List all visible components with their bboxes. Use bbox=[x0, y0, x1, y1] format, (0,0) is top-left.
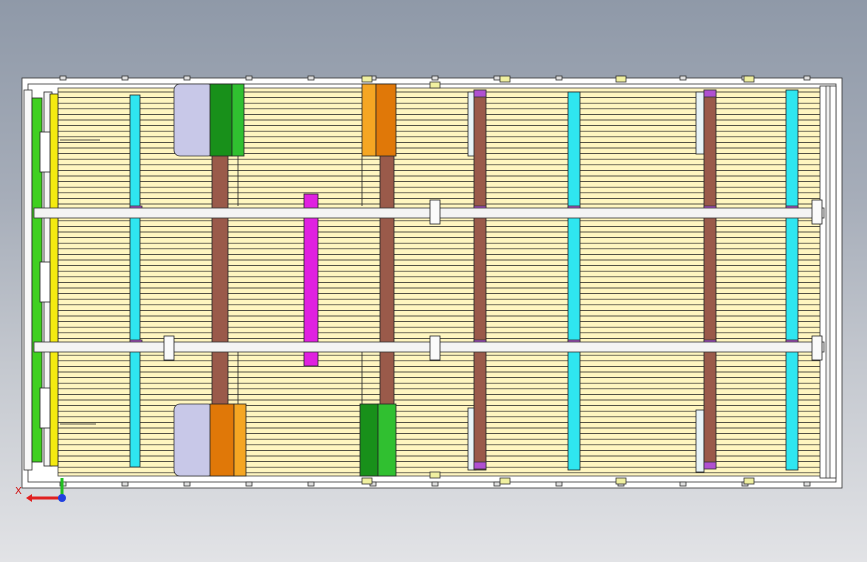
fastener-top bbox=[121, 75, 129, 81]
rail-bracket bbox=[811, 199, 823, 225]
bottom-tab bbox=[429, 471, 441, 479]
green-block-top-right bbox=[231, 83, 245, 157]
left-bracket-middle bbox=[39, 261, 51, 303]
cyan-support-bar bbox=[785, 89, 799, 471]
fastener-bottom bbox=[431, 481, 439, 487]
bottom-tab bbox=[743, 477, 755, 485]
lavender-panel-top bbox=[173, 83, 215, 157]
left-bracket-bottom bbox=[39, 387, 51, 429]
bottom-tab bbox=[499, 477, 511, 485]
orange-block-top-right bbox=[375, 83, 397, 157]
fastener-top bbox=[183, 75, 191, 81]
left-end-plate bbox=[23, 89, 33, 471]
fastener-bottom bbox=[121, 481, 129, 487]
joint-cap bbox=[703, 89, 717, 98]
origin-icon bbox=[58, 494, 66, 502]
rail-bracket bbox=[429, 199, 441, 225]
fastener-bottom bbox=[245, 481, 253, 487]
top-tab bbox=[361, 75, 373, 83]
brown-cross-beam bbox=[379, 151, 395, 411]
fastener-top bbox=[679, 75, 687, 81]
lower-rail bbox=[33, 341, 825, 353]
fastener-top bbox=[59, 75, 67, 81]
fastener-top bbox=[431, 75, 439, 81]
top-tab bbox=[615, 75, 627, 83]
coordinate-triad: X bbox=[15, 478, 66, 502]
left-yellow-rail bbox=[49, 93, 59, 467]
fastener-bottom bbox=[307, 481, 315, 487]
rail-bracket bbox=[163, 335, 175, 361]
orange-block-bottom-left bbox=[209, 403, 235, 477]
fastener-bottom bbox=[679, 481, 687, 487]
rail-bracket bbox=[811, 335, 823, 361]
bottom-tab bbox=[615, 477, 627, 485]
fastener-top bbox=[803, 75, 811, 81]
top-tab bbox=[499, 75, 511, 83]
fastener-top bbox=[245, 75, 253, 81]
top-tab bbox=[743, 75, 755, 83]
x-arrow-head-icon bbox=[26, 494, 32, 502]
joint-cap bbox=[703, 461, 717, 470]
green-block-top-left bbox=[209, 83, 233, 157]
conveyor-frame-assembly[interactable] bbox=[21, 75, 843, 489]
cyan-support-bar bbox=[567, 91, 581, 471]
brown-cross-beam bbox=[473, 89, 487, 471]
brown-cross-beam bbox=[703, 89, 717, 469]
lavender-panel-bottom bbox=[173, 403, 215, 477]
fastener-top bbox=[307, 75, 315, 81]
light-support-post bbox=[695, 409, 705, 473]
joint-cap bbox=[473, 461, 487, 470]
upper-rail bbox=[33, 207, 825, 219]
top-tab bbox=[429, 81, 441, 89]
orange-block-bottom-right bbox=[233, 403, 247, 477]
left-bracket-top bbox=[39, 131, 51, 173]
orange-block-top-left bbox=[361, 83, 377, 157]
magenta-cross-beam bbox=[303, 193, 319, 367]
rail-bracket bbox=[429, 335, 441, 361]
joint-cap bbox=[473, 89, 487, 98]
cyan-support-bar bbox=[129, 94, 141, 468]
green-block-bottom-left bbox=[359, 403, 379, 477]
green-block-bottom-right bbox=[377, 403, 397, 477]
fastener-bottom bbox=[183, 481, 191, 487]
x-axis-label: X bbox=[15, 486, 22, 497]
fastener-bottom bbox=[555, 481, 563, 487]
fastener-bottom bbox=[493, 481, 501, 487]
fastener-bottom bbox=[803, 481, 811, 487]
fastener-top bbox=[493, 75, 501, 81]
light-support-post bbox=[695, 91, 705, 155]
brown-cross-beam bbox=[211, 151, 229, 408]
fastener-top bbox=[555, 75, 563, 81]
right-end-strip bbox=[825, 85, 831, 479]
bottom-tab bbox=[361, 477, 373, 485]
